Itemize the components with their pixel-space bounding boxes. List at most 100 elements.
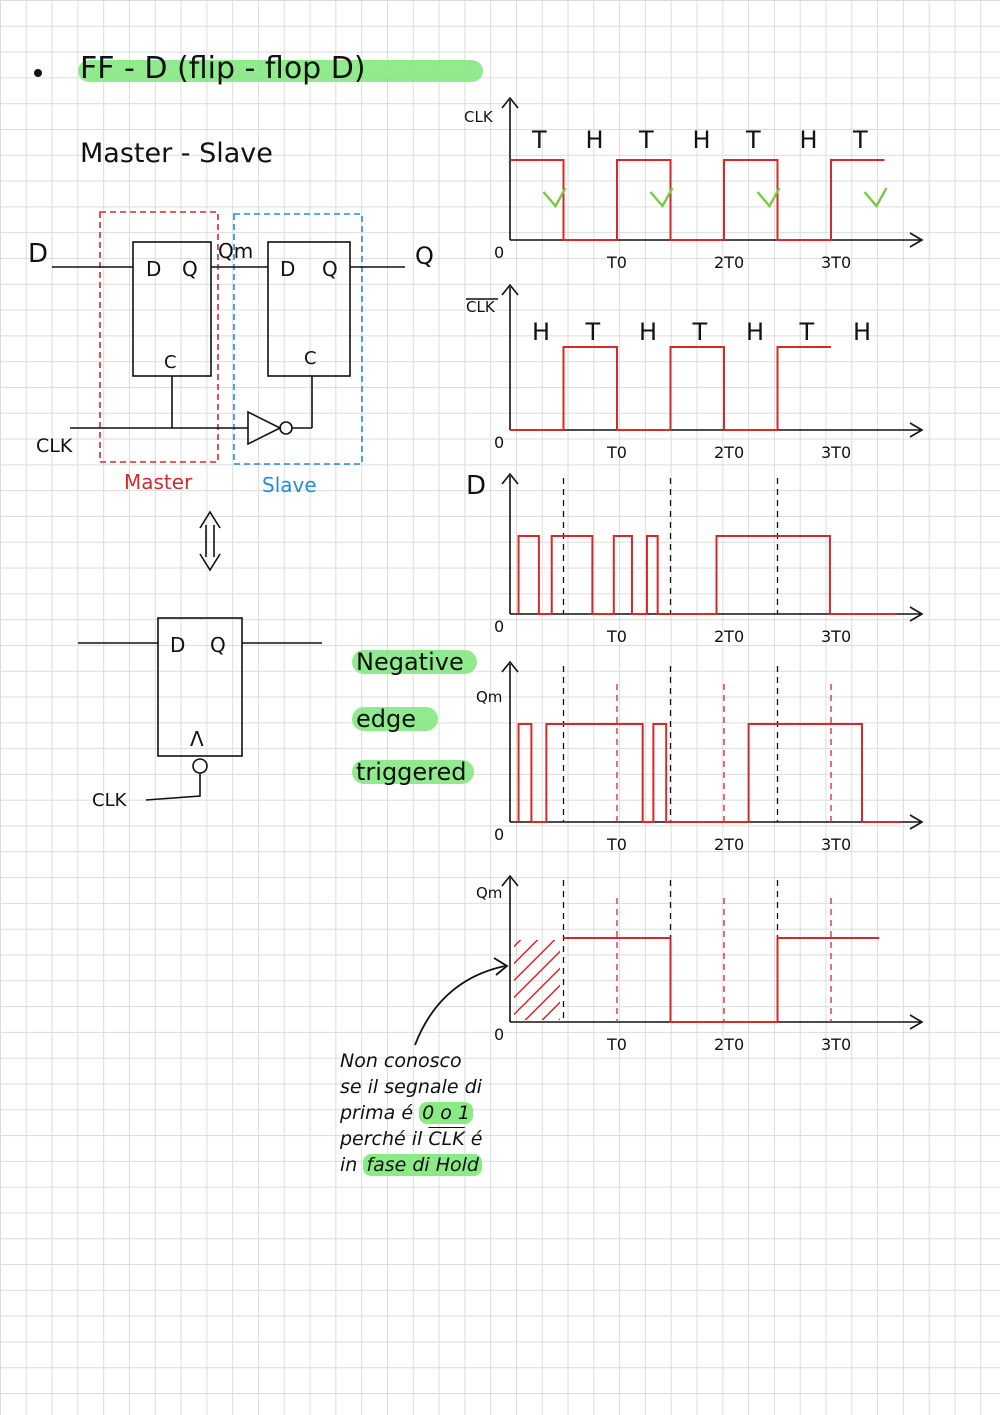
- qm-timing-panel: Qm 0T0 2T0 3T0: [476, 660, 924, 854]
- qm-value-arrow-icon: [501, 660, 519, 673]
- d-tick-label: T0: [606, 627, 627, 646]
- ff-d-clk-wire: [145, 773, 201, 801]
- qm-tick-label: 3T0: [821, 835, 851, 854]
- q-origin-label: 0: [494, 1025, 504, 1044]
- clk-tick-label: 2T0: [714, 253, 744, 272]
- clk_bar-phase-label: T: [585, 318, 601, 346]
- note-pointer-arrowhead-icon: [493, 957, 509, 976]
- d-tick-label: 3T0: [821, 627, 851, 646]
- title-text: FF - D (flip - flop D): [80, 51, 366, 86]
- qm-origin-label: 0: [494, 825, 504, 844]
- clk_bar-axis-label: CLK: [466, 298, 496, 316]
- clk-phase-label: T: [745, 126, 761, 154]
- clk_bar-phase-label: T: [692, 318, 708, 346]
- qm-axis-label: Qm: [476, 688, 502, 706]
- note-line5: in fase di Hold: [340, 1152, 600, 1178]
- master-group-outline: [99, 211, 219, 463]
- q-time-arrow-icon: [909, 1014, 924, 1030]
- ff-d-clk-bubble-icon: [192, 758, 208, 774]
- clk-phase-label: T: [852, 126, 868, 154]
- falling-edge-check-icon: [756, 187, 781, 209]
- d-waveform: [517, 535, 898, 615]
- note-line3: prima é 0 o 1: [340, 1100, 600, 1126]
- equivalence-arrow-icon: [199, 510, 221, 572]
- falling-edge-check-icon: [649, 187, 674, 209]
- master-c-pin: C: [164, 352, 177, 373]
- clk-tick-label: T0: [606, 253, 627, 272]
- clk_bar-tick-label: 3T0: [821, 443, 851, 462]
- clk-phase-label: T: [531, 126, 547, 154]
- clk-time-arrow-icon: [909, 232, 924, 248]
- hold-phase-note: Non conosco se il segnale di prima é 0 o…: [340, 1048, 600, 1178]
- ff-d-d-pin: D: [170, 633, 185, 657]
- clk-phase-label: T: [638, 126, 654, 154]
- title-highlight: [78, 60, 483, 82]
- clk-phase-label: H: [586, 126, 604, 154]
- clk_bar-value-arrow-icon: [501, 283, 519, 296]
- d-value-arrow-icon: [501, 472, 519, 485]
- q-waveform: [563, 937, 880, 1023]
- q-output-label: Q: [415, 242, 434, 270]
- master-q-pin: Q: [182, 257, 198, 281]
- ff-d-edge-pin: Λ: [190, 727, 204, 751]
- annotation-line2: edge: [356, 705, 416, 733]
- subtitle: Master - Slave: [80, 138, 273, 169]
- page-title: FF - D (flip - flop D): [34, 51, 483, 86]
- master-label: Master: [124, 470, 193, 494]
- d-input-label: D: [28, 239, 48, 269]
- qm-time-arrow-icon: [909, 814, 924, 830]
- clk-input-label: CLK: [36, 435, 73, 457]
- slave-label: Slave: [262, 473, 317, 497]
- slave-d-pin: D: [280, 257, 295, 281]
- q-tick-label: 3T0: [821, 1035, 851, 1054]
- qm-tick-label: 2T0: [714, 835, 744, 854]
- d-axis-label: D: [466, 471, 486, 501]
- clk-phase-label: H: [693, 126, 711, 154]
- ff-d-clk-label: CLK: [92, 790, 128, 811]
- slave-latch-box: [267, 241, 351, 377]
- ff-d-box: [157, 617, 243, 757]
- clk_bar-tick-label: 2T0: [714, 443, 744, 462]
- master-slave-circuit: [52, 211, 405, 465]
- clk_bar-phase-label: H: [746, 318, 764, 346]
- clk_bar-phase-label: H: [853, 318, 871, 346]
- inverter-bubble-icon: [279, 421, 293, 435]
- clk-origin-label: 0: [494, 243, 504, 262]
- d-time-arrow-icon: [909, 606, 924, 622]
- qm-waveform: [517, 723, 901, 823]
- q-tick-label: 2T0: [714, 1035, 744, 1054]
- clk-axis-label: CLK: [464, 108, 494, 126]
- note-line4: perché il CLK é: [340, 1128, 483, 1150]
- clk_bar-phase-label: H: [532, 318, 550, 346]
- equivalent-ff-d: [78, 617, 322, 801]
- falling-edge-check-icon: [542, 187, 567, 209]
- q-axis-label: Qm: [476, 884, 502, 902]
- slave-q-pin: Q: [322, 257, 338, 281]
- note-line1: Non conosco: [340, 1050, 462, 1072]
- ff-d-q-pin: Q: [210, 633, 226, 657]
- master-d-pin: D: [146, 257, 161, 281]
- d-origin-label: 0: [494, 617, 504, 636]
- unknown-state-hatch: [514, 940, 560, 1020]
- falling-edge-check-icon: [863, 187, 888, 209]
- bullet-icon: [34, 69, 42, 77]
- clk_bar-origin-label: 0: [494, 433, 504, 452]
- clk_bar-tick-label: T0: [606, 443, 627, 462]
- q-value-arrow-icon: [501, 874, 519, 887]
- edge-annotation: Negative edge triggered: [352, 648, 477, 786]
- clk_bar-phase-label: H: [639, 318, 657, 346]
- annotation-line1: Negative: [356, 648, 464, 676]
- slave-group-outline: [233, 213, 363, 465]
- annotation-line3: triggered: [356, 758, 467, 786]
- slave-c-pin: C: [304, 348, 317, 369]
- clk-waveform: [510, 159, 885, 241]
- clk_bar-time-arrow-icon: [909, 422, 924, 438]
- clk_bar-waveform: [510, 346, 831, 431]
- qm-tick-label: T0: [606, 835, 627, 854]
